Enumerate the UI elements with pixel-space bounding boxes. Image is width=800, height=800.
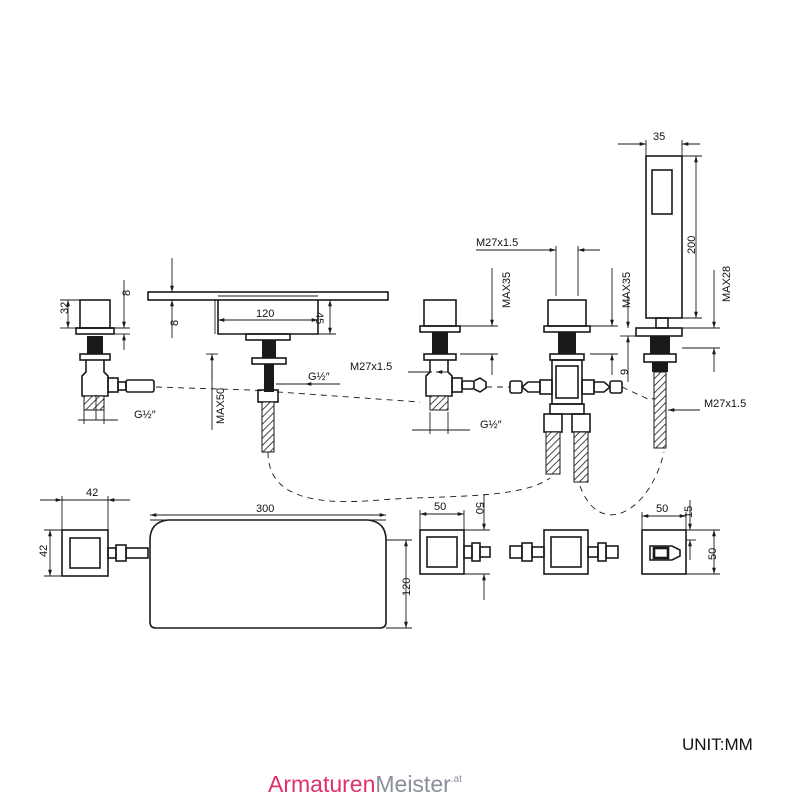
dim-plan-mid-w: 50 [434, 501, 446, 513]
dim-spout-width: 120 [256, 308, 274, 320]
dim-spout-cap: 8 [169, 320, 181, 326]
brand-part1: Armaturen [268, 771, 375, 797]
brand-suffix: .at [451, 774, 462, 785]
left-valve-elevation [60, 280, 155, 424]
dim-thread-m27-mid: M27x1.5 [350, 361, 392, 373]
dim-diverter-offset: 9 [619, 369, 631, 375]
dim-plan-holder-d: 15 [683, 506, 695, 518]
dim-thread-m27-diverter: M27x1.5 [476, 237, 518, 249]
dim-spout-max: MAX50 [215, 388, 227, 424]
diverter-elevation [476, 246, 623, 483]
hose-connections [155, 386, 665, 516]
dim-thread-g-mid: G½″ [480, 419, 502, 431]
left-valve-plan [40, 496, 149, 577]
brand-part2: Meister [375, 771, 451, 797]
unit-label: UNIT:MM [682, 735, 753, 754]
handshower-elevation [618, 140, 720, 449]
dim-plan-holder-w: 50 [656, 503, 668, 515]
holder-plan [641, 500, 720, 575]
dim-valve-left-cap: 8 [121, 290, 133, 296]
dim-thread-g-left: G½″ [134, 409, 156, 421]
dim-handshower-width: 35 [653, 131, 665, 143]
brand-logo-text: ArmaturenMeister.at [268, 771, 462, 797]
dim-plan-square-w: 42 [86, 487, 98, 499]
spout-elevation [147, 258, 389, 453]
dim-handshower-max: MAX28 [721, 266, 733, 302]
dim-plan-holder-h: 50 [707, 548, 719, 560]
dim-thread-g-spout: G½″ [308, 371, 330, 383]
dim-plan-mid-h: 50 [473, 502, 485, 514]
spout-plan [149, 513, 412, 629]
dim-plan-spout-h: 120 [401, 578, 413, 596]
diverter-plan [509, 529, 619, 575]
dim-plan-spout-w: 300 [256, 503, 274, 515]
dim-valve-mid-max: MAX35 [501, 272, 513, 308]
dim-handshower-length: 200 [686, 236, 698, 254]
dim-thread-m27-shower: M27x1.5 [704, 398, 746, 410]
dim-plan-square-h: 42 [38, 545, 50, 557]
dim-valve-left-height: 32 [59, 302, 71, 314]
middle-valve-elevation [408, 268, 498, 434]
dim-valve-right-max: MAX35 [621, 272, 633, 308]
dim-spout-height: 45 [313, 312, 325, 324]
middle-valve-plan [419, 494, 491, 600]
brand-logo: ArmaturenMeister.at [268, 771, 462, 797]
